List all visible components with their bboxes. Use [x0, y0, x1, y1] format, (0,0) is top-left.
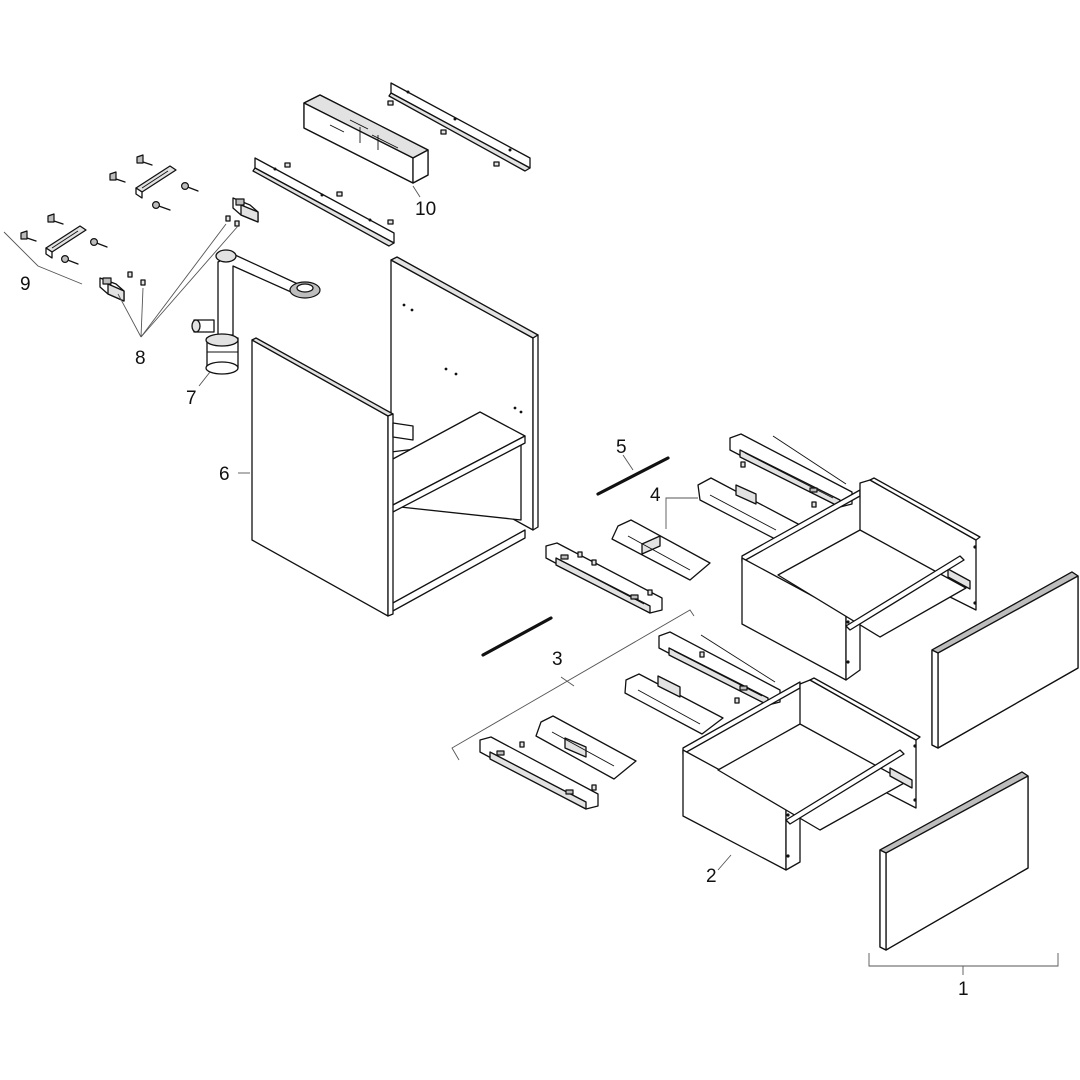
- plate-left-lower: [535, 715, 637, 780]
- callout-9: 9: [20, 274, 31, 295]
- storage-tray: [303, 94, 429, 184]
- runner-right-upper: [729, 433, 853, 508]
- callout-7: 7: [186, 388, 197, 409]
- clip-lower: [99, 271, 146, 302]
- rod-upper: [596, 456, 670, 496]
- mounting-clips: [99, 197, 259, 338]
- rods: [481, 454, 670, 657]
- callout-2: 2: [706, 866, 717, 887]
- callout-10: 10: [415, 199, 436, 220]
- storage-insert-assembly: [252, 82, 531, 247]
- wall-bracket-upper: [109, 154, 199, 211]
- callout-6: 6: [219, 464, 230, 485]
- callout-3: 3: [552, 649, 563, 670]
- callout-4: 4: [650, 485, 661, 506]
- drawer-box-lower: [682, 677, 921, 871]
- wall-bracket-lower: [20, 213, 108, 265]
- clip-upper: [225, 197, 259, 227]
- drawer-fronts: [868, 571, 1079, 975]
- base-cabinet: [238, 256, 539, 617]
- drawer-front-lower: [879, 771, 1029, 951]
- plate-right-lower: [624, 673, 724, 735]
- drawer-runners-lower: [451, 609, 781, 810]
- runner-right-lower: [658, 631, 781, 706]
- rod-lower: [481, 616, 553, 657]
- runner-left-lower: [479, 736, 599, 810]
- mounting-rail-front: [252, 157, 395, 247]
- plate-left-upper: [611, 519, 711, 581]
- callout-5: 5: [616, 437, 627, 458]
- drawer-box-upper: [741, 477, 981, 681]
- drawer-runners-upper: [545, 433, 853, 614]
- siphon: [191, 249, 321, 387]
- wall-mounting-kit: [3, 154, 199, 285]
- drawer-front-upper: [931, 571, 1079, 749]
- runner-left-upper: [545, 542, 663, 614]
- callout-8: 8: [135, 348, 146, 369]
- callout-labels: 1 2 3 4 5 6 7 8 9 10: [20, 199, 969, 1000]
- mounting-rail-top: [387, 82, 531, 172]
- callout-1: 1: [958, 979, 969, 1000]
